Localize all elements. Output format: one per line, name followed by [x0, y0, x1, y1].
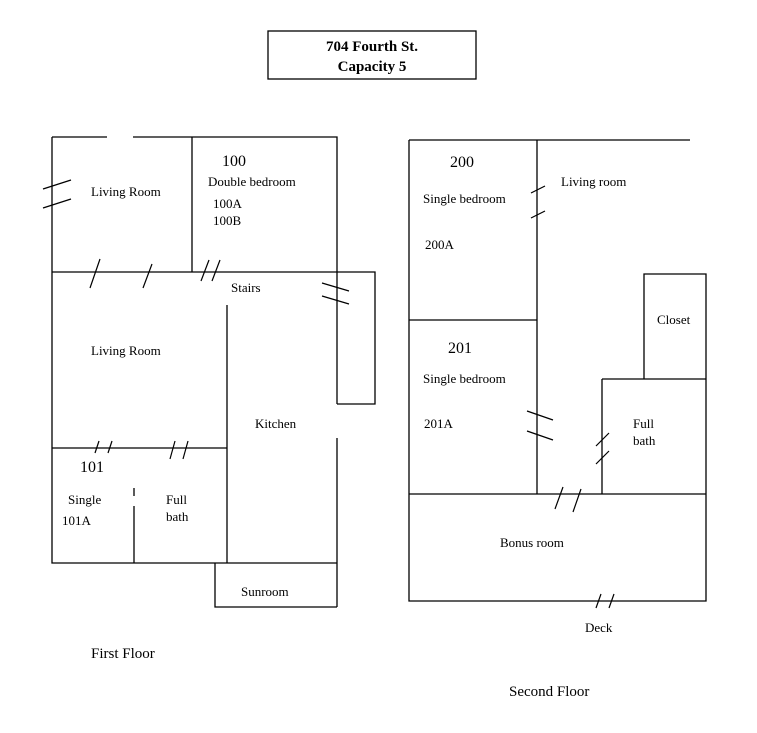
bed-201a-label: 201A: [424, 416, 454, 431]
closet-label: Closet: [657, 312, 691, 327]
first-floor-bath-label-2: bath: [166, 509, 189, 524]
first-floor-door-marks: [42, 179, 350, 460]
stairs-enclosure-wall: [52, 271, 376, 405]
living-room-top-label: Living Room: [91, 184, 161, 199]
room-100-number: 100: [222, 153, 246, 170]
first-floor-left-wall: [51, 137, 215, 564]
room-100-type: Double bedroom: [208, 174, 296, 189]
second-floor-bath-label-1: Full: [633, 416, 654, 431]
living-room-main-label: Living Room: [91, 343, 161, 358]
sunroom-label: Sunroom: [241, 584, 289, 599]
first-floor-top-wall: [52, 136, 338, 272]
room-200-type: Single bedroom: [423, 191, 506, 206]
room-200-number: 200: [450, 154, 474, 171]
first-floor-caption: First Floor: [91, 646, 155, 662]
room-101-type: Single: [68, 492, 101, 507]
first-floor-bath-label-1: Full: [166, 492, 187, 507]
bed-100a-label: 100A: [213, 196, 243, 211]
second-floor-living-room-label: Living room: [561, 174, 626, 189]
deck-label: Deck: [585, 620, 613, 635]
bed-100b-label: 100B: [213, 213, 242, 228]
room-101-number: 101: [80, 459, 104, 476]
address-title: 704 Fourth St.: [326, 39, 418, 55]
kitchen-label: Kitchen: [255, 416, 297, 431]
first-floor-plan: Living Room 100 Double bedroom 100A 100B…: [42, 136, 376, 662]
room-201-number: 201: [448, 340, 472, 357]
capacity-label: Capacity 5: [338, 59, 407, 75]
second-floor-plan: 200 Single bedroom 200A Living room Clos…: [408, 139, 707, 700]
bed-200a-label: 200A: [425, 237, 455, 252]
header-frame: [267, 30, 477, 80]
room-201-type: Single bedroom: [423, 371, 506, 386]
bonus-room-label: Bonus room: [500, 535, 564, 550]
second-floor-door-marks: [526, 185, 615, 609]
header-box: 704 Fourth St. Capacity 5: [267, 30, 477, 80]
stairs-label: Stairs: [231, 280, 261, 295]
second-floor-outer-wall: [408, 140, 707, 602]
second-floor-bath-walls: [601, 378, 706, 494]
bed-101a-label: 101A: [62, 513, 92, 528]
second-floor-caption: Second Floor: [509, 684, 589, 700]
sunroom-walls: [214, 562, 337, 608]
second-floor-bath-label-2: bath: [633, 433, 656, 448]
